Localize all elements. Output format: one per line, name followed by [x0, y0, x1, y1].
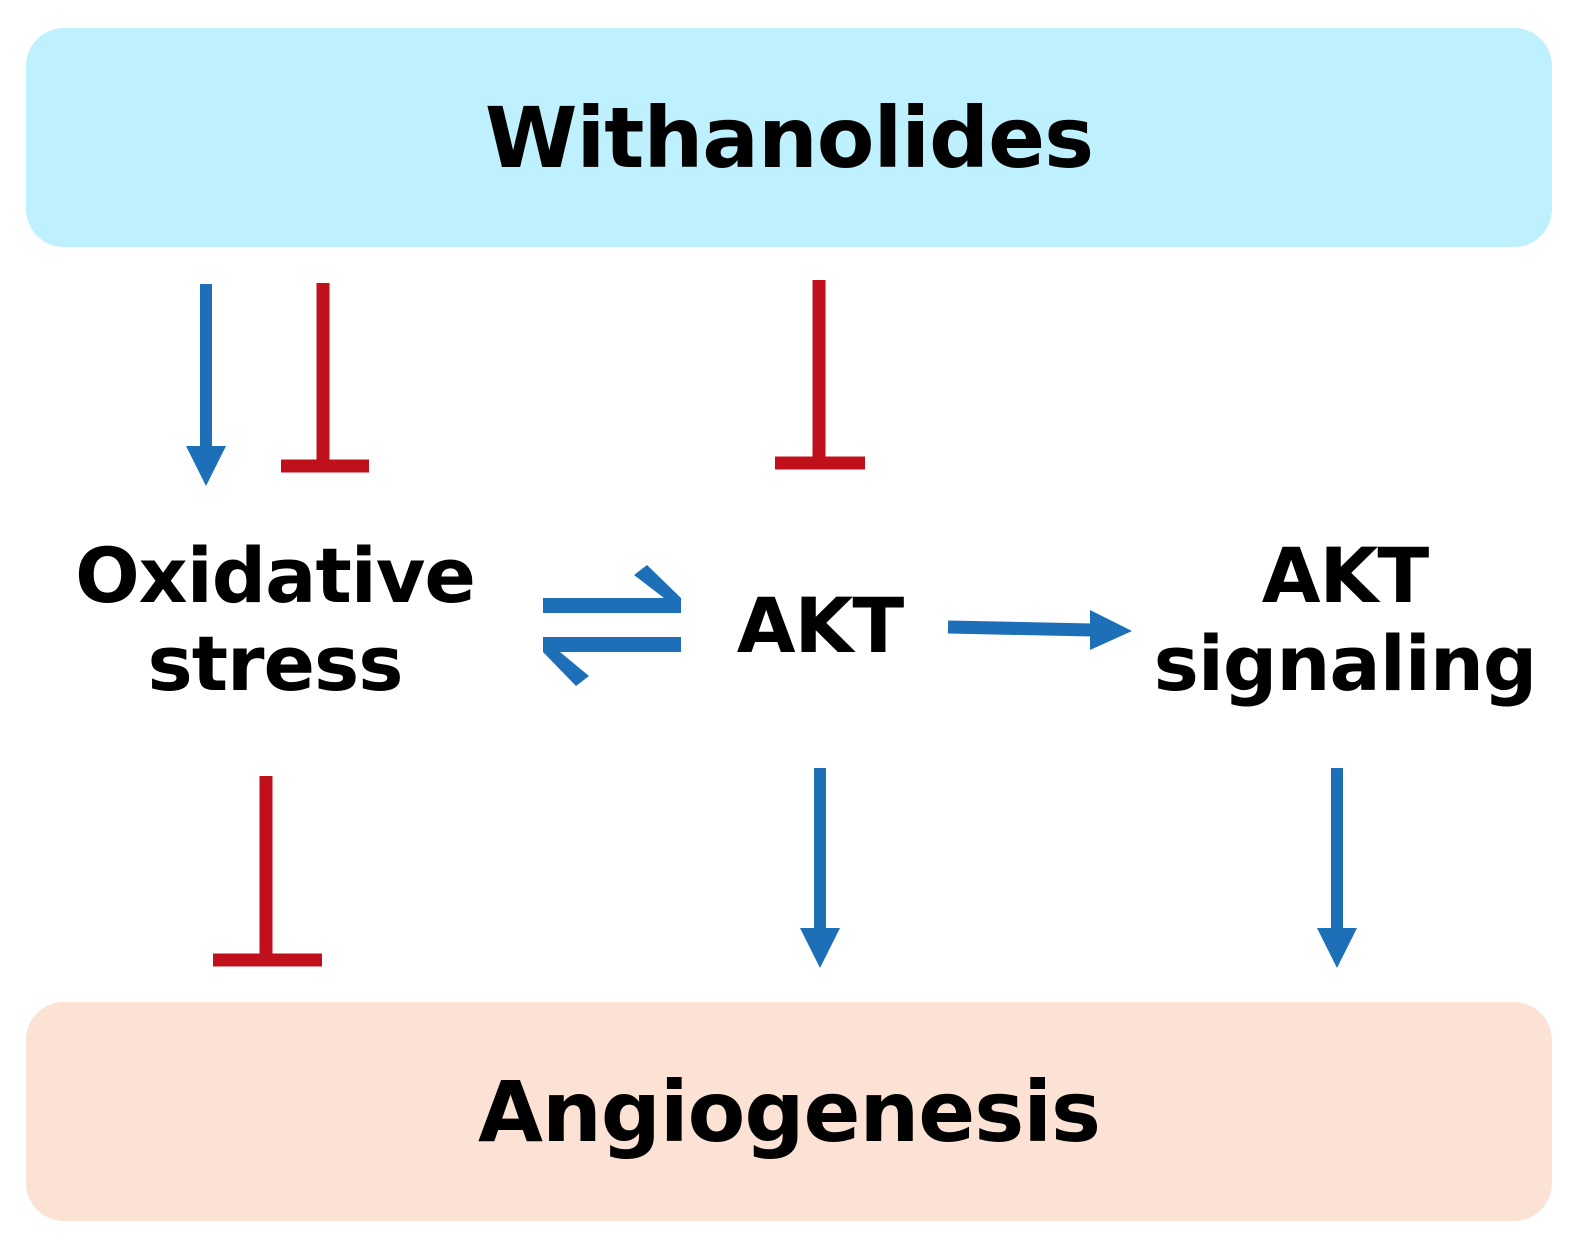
oxidative-stress-inhibits-angiogenesis-bar [213, 776, 322, 967]
withanolides-inhibits-akt-bar [775, 280, 865, 470]
akt-activates-angiogenesis-arrow [800, 768, 840, 968]
withanolides-label: Withanolides [484, 88, 1094, 187]
akt-activates-akt-signaling-arrow [947, 610, 1132, 650]
withanolides-box: Withanolides [26, 28, 1552, 247]
akt-node: AKT [700, 582, 940, 670]
akt-signaling-label-line1: AKT [1261, 531, 1430, 620]
akt-signaling-node: AKT signaling [1130, 532, 1560, 708]
akt-signaling-label-line2: signaling [1153, 619, 1538, 708]
withanolides-activates-oxidative-stress-arrow [186, 284, 226, 486]
angiogenesis-label: Angiogenesis [477, 1062, 1101, 1161]
akt-signaling-activates-angiogenesis-arrow [1317, 768, 1357, 968]
oxidative-stress-label-line1: Oxidative [75, 531, 476, 620]
withanolides-inhibits-oxidative-stress-bar [281, 283, 369, 473]
oxidative-stress-node: Oxidative stress [40, 532, 510, 708]
angiogenesis-box: Angiogenesis [26, 1002, 1552, 1221]
akt-label: AKT [736, 581, 905, 670]
oxidative-stress-label-line2: stress [147, 619, 403, 708]
oxidative-stress-akt-reversible-arrows [543, 565, 681, 686]
